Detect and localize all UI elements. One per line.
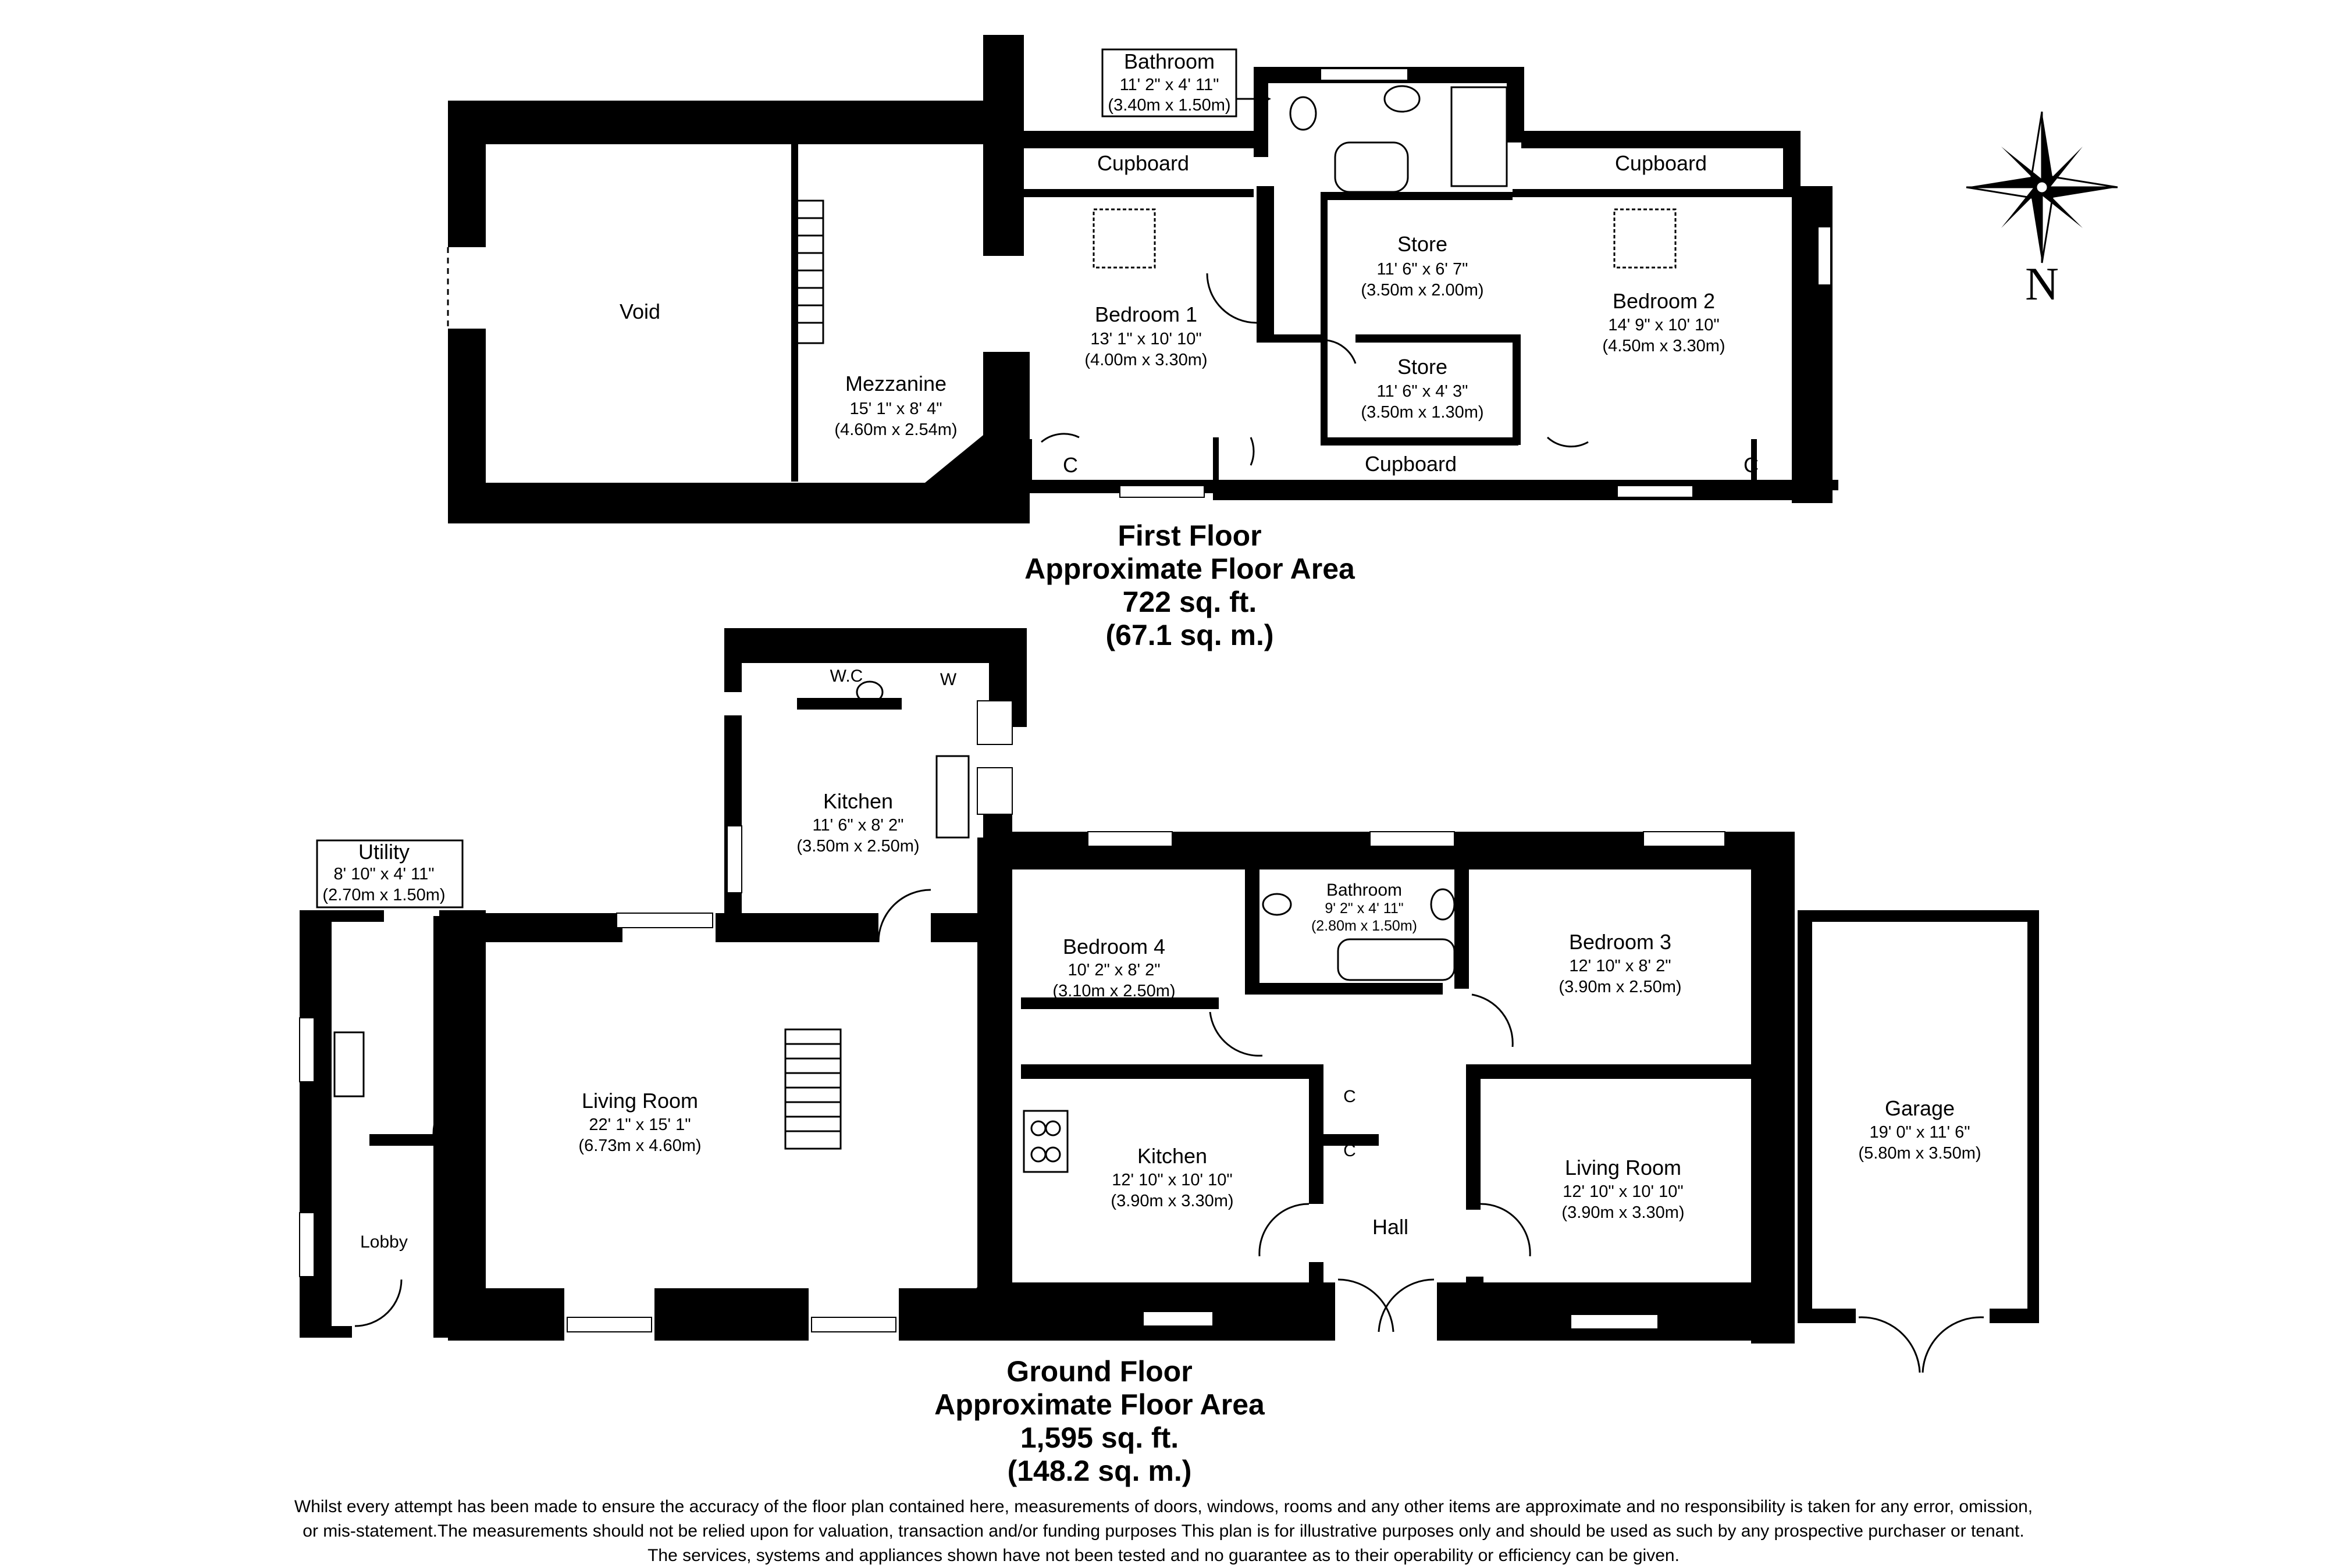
store2-dim-imperial: 11' 6" x 4' 3" <box>1377 382 1468 401</box>
w-label: W <box>940 670 957 689</box>
bathroom-first-dim-imperial: 11' 2" x 4' 11" <box>1120 76 1219 94</box>
bedroom3-dim-imperial: 12' 10" x 8' 2" <box>1569 957 1671 975</box>
c-right-label: C <box>1744 453 1759 477</box>
garage-dim-metric: (5.80m x 3.50m) <box>1858 1144 1981 1163</box>
first-floor-area-sqft: 722 sq. ft. <box>1123 586 1257 618</box>
ground-floor-area-sqm: (148.2 sq. m.) <box>1008 1455 1192 1487</box>
kitchen-left-dim-imperial: 11' 6" x 8' 2" <box>813 816 904 835</box>
bedroom2-dim-metric: (4.50m x 3.30m) <box>1602 337 1725 355</box>
c-bottom-label: C <box>1343 1141 1356 1160</box>
compass-north-label: N <box>2025 259 2059 310</box>
kitchen-right-dim-metric: (3.90m x 3.30m) <box>1111 1192 1233 1210</box>
store1-dim-imperial: 11' 6" x 6' 7" <box>1377 260 1468 279</box>
bedroom4-dim-metric: (3.10m x 2.50m) <box>1052 982 1175 1000</box>
garage-dim-imperial: 19' 0" x 11' 6" <box>1869 1123 1970 1142</box>
lobby-label: Lobby <box>360 1232 408 1252</box>
store2-name: Store <box>1397 355 1447 379</box>
kitchen-right-name: Kitchen <box>1137 1144 1207 1168</box>
kitchen-left-name: Kitchen <box>823 789 893 813</box>
first-floor-area-sqm: (67.1 sq. m.) <box>1106 619 1274 651</box>
c-left-label: C <box>1063 453 1078 477</box>
mezzanine-name: Mezzanine <box>845 372 947 395</box>
cupboard-c-label: Cupboard <box>1365 452 1457 476</box>
living-room-right-dim-imperial: 12' 10" x 10' 10" <box>1563 1182 1683 1201</box>
cupboard-b-label: Cupboard <box>1615 151 1707 175</box>
disclaimer-line-3: The services, systems and appliances sho… <box>647 1546 1680 1565</box>
hall-label: Hall <box>1372 1215 1408 1239</box>
disclaimer-line-2: or mis-statement.The measurements should… <box>303 1521 2024 1541</box>
bedroom4-name: Bedroom 4 <box>1063 935 1165 958</box>
utility-label: Utility 8' 10" x 4' 11" (2.70m x 1.50m) <box>316 839 464 908</box>
ground-floor-title: Ground Floor <box>1006 1355 1192 1388</box>
utility-name: Utility <box>358 840 410 864</box>
first-floor-plan <box>447 35 1838 523</box>
bedroom1-dim-imperial: 13' 1" x 10' 10" <box>1090 330 1201 348</box>
bedroom4-dim-imperial: 10' 2" x 8' 2" <box>1068 961 1160 979</box>
first-floor-title: First Floor <box>1118 519 1261 552</box>
garage-name: Garage <box>1885 1096 1955 1120</box>
living-room-right-dim-metric: (3.90m x 3.30m) <box>1561 1203 1684 1222</box>
bathroom-first-dim-metric: (3.40m x 1.50m) <box>1108 96 1230 115</box>
utility-dim-imperial: 8' 10" x 4' 11" <box>333 865 434 883</box>
ground-floor-area-sqft: 1,595 sq. ft. <box>1020 1421 1179 1454</box>
store1-dim-metric: (3.50m x 2.00m) <box>1361 281 1483 300</box>
bedroom3-dim-metric: (3.90m x 2.50m) <box>1559 978 1681 996</box>
store2-dim-metric: (3.50m x 1.30m) <box>1361 403 1483 422</box>
store1-name: Store <box>1397 232 1447 256</box>
bathroom-first-label: Bathroom 11' 2" x 4' 11" (3.40m x 1.50m) <box>1101 48 1271 117</box>
compass-rose-icon <box>1966 111 2118 263</box>
bathroom-first-name: Bathroom <box>1124 49 1215 73</box>
bedroom3-name: Bedroom 3 <box>1569 930 1671 954</box>
kitchen-right-dim-imperial: 12' 10" x 10' 10" <box>1112 1171 1232 1189</box>
bathroom-ground-dim-imperial: 9' 2" x 4' 11" <box>1325 900 1403 917</box>
c-top-label: C <box>1343 1087 1356 1106</box>
disclaimer-line-1: Whilst every attempt has been made to en… <box>294 1497 2033 1516</box>
bedroom2-name: Bedroom 2 <box>1613 289 1715 313</box>
cupboard-a-label: Cupboard <box>1097 151 1189 175</box>
ground-floor-area-label: Approximate Floor Area <box>934 1388 1265 1421</box>
first-floor-area-label: Approximate Floor Area <box>1024 553 1355 585</box>
bedroom2-dim-imperial: 14' 9" x 10' 10" <box>1608 316 1719 334</box>
living-room-left-dim-imperial: 22' 1" x 15' 1" <box>589 1116 691 1134</box>
wc-label: W.C <box>830 667 863 686</box>
living-room-left-name: Living Room <box>582 1089 698 1113</box>
kitchen-left-dim-metric: (3.50m x 2.50m) <box>796 837 919 856</box>
void-label: Void <box>620 300 660 323</box>
bathroom-ground-dim-metric: (2.80m x 1.50m) <box>1311 918 1417 934</box>
mezzanine-dim-imperial: 15' 1" x 8' 4" <box>849 400 942 418</box>
utility-dim-metric: (2.70m x 1.50m) <box>322 886 445 904</box>
mezzanine-dim-metric: (4.60m x 2.54m) <box>834 420 957 439</box>
living-room-left-dim-metric: (6.73m x 4.60m) <box>578 1136 701 1155</box>
ground-floor-plan <box>299 628 2039 1373</box>
bathroom-ground-name: Bathroom <box>1326 881 1402 900</box>
bedroom1-dim-metric: (4.00m x 3.30m) <box>1084 351 1207 369</box>
bedroom1-name: Bedroom 1 <box>1095 302 1197 326</box>
living-room-right-name: Living Room <box>1565 1156 1681 1179</box>
